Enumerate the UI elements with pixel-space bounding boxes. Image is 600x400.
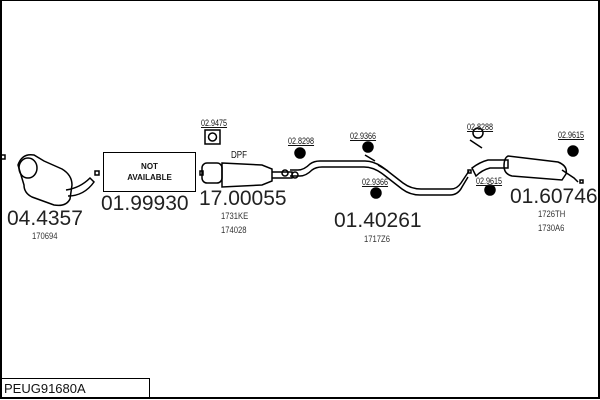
part-number[interactable]: 01.60746	[510, 185, 598, 208]
accessory-ref[interactable]: 02.9366	[362, 177, 389, 187]
accessory-ref[interactable]: 02.9475	[201, 118, 228, 128]
accessory-ref[interactable]: 02.9366	[350, 131, 377, 141]
part-ref: 1730A6	[538, 223, 565, 233]
part-ref: 174028	[221, 225, 247, 235]
catalytic-converter-drawing	[0, 153, 100, 207]
part-ref: 170694	[32, 231, 58, 241]
rear-silencer-drawing	[469, 127, 584, 196]
part-ref: 1731KE	[221, 211, 249, 221]
middle-pipe-drawing	[281, 141, 472, 199]
accessory-ref[interactable]: 02.9615	[476, 176, 503, 186]
accessory-ref[interactable]: 02.8288	[467, 122, 494, 132]
dpf-tag: DPF	[231, 150, 247, 161]
part-ref: 1726TH	[538, 209, 566, 219]
dpf-drawing	[199, 129, 299, 188]
part-number[interactable]: 01.99930	[101, 192, 189, 215]
part-ref: 1717Z6	[364, 234, 390, 244]
not-available-box: NOT AVAILABLE	[103, 152, 196, 192]
accessory-ref[interactable]: 02.9615	[558, 130, 585, 140]
not-available-text: NOT	[141, 162, 158, 171]
diagram-code: PEUG91680A	[0, 378, 150, 398]
not-available-text: AVAILABLE	[127, 173, 172, 182]
part-number[interactable]: 04.4357	[7, 207, 83, 230]
part-number[interactable]: 17.00055	[199, 187, 287, 210]
part-number[interactable]: 01.40261	[334, 209, 422, 232]
accessory-ref[interactable]: 02.8298	[288, 136, 315, 146]
